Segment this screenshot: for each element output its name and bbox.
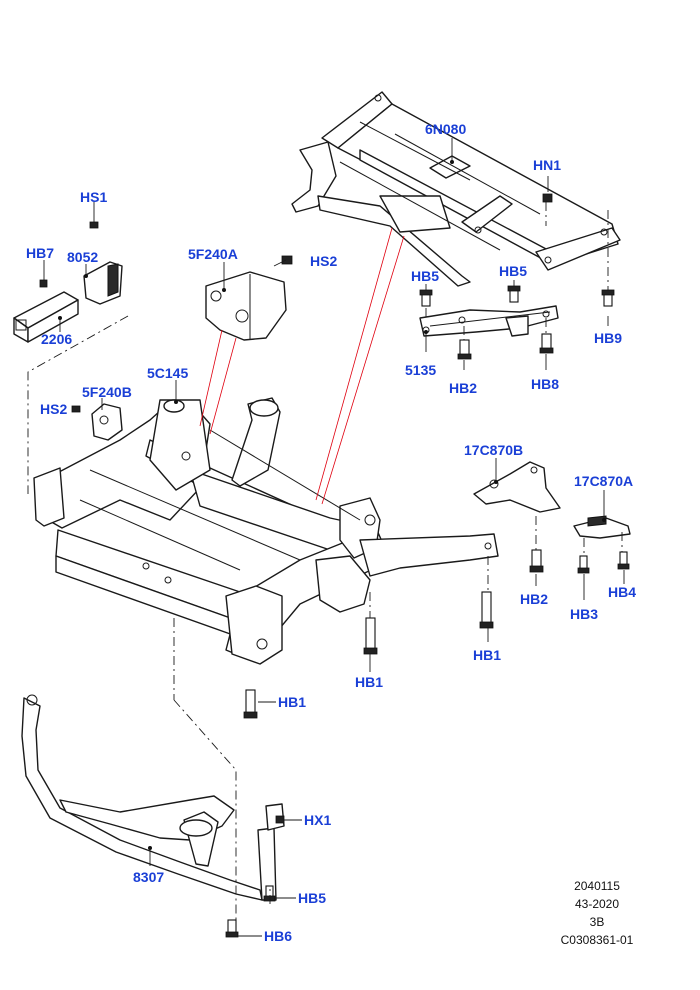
callout-HB5-lower: HB5: [298, 890, 326, 906]
fastener-HB2-right: [529, 549, 544, 573]
fastener-HS2-lower: [71, 405, 81, 413]
callout-HB6: HB6: [264, 928, 292, 944]
callout-2206: 2206: [41, 331, 72, 347]
callout-HB5-upper: HB5: [411, 268, 439, 284]
tube-2206: [13, 291, 79, 343]
fastener-HB1-right: [479, 591, 494, 629]
callout-5F240A: 5F240A: [188, 246, 238, 262]
callout-5F240B: 5F240B: [82, 384, 132, 400]
alignment-lines: [199, 227, 405, 505]
callout-HB4: HB4: [608, 584, 636, 600]
fastener-HB5-bracket: [507, 285, 521, 303]
bracket-17C870B: [473, 461, 561, 513]
fastener-HB1-lower: [243, 689, 258, 719]
reference-line-2: 43-2020: [575, 897, 619, 911]
callout-HB2-upper: HB2: [449, 380, 477, 396]
callout-HB7: HB7: [26, 245, 54, 261]
reference-line-4: C0308361-01: [561, 933, 634, 947]
callout-HS2-lower: HS2: [40, 401, 67, 417]
fastener-HB5-upper: [419, 289, 433, 307]
fastener-HB7: [39, 279, 48, 288]
bracket-17C870A: [573, 515, 631, 539]
callout-8307: 8307: [133, 869, 164, 885]
callout-17C870A: 17C870A: [574, 473, 633, 489]
fastener-HB1-center: [363, 617, 378, 655]
fastener-HB6: [225, 919, 239, 938]
callout-HN1: HN1: [533, 157, 561, 173]
leader-lines: [43, 138, 625, 937]
assembly-lines: [27, 202, 623, 920]
callout-HS2-upper: HS2: [310, 253, 337, 269]
fastener-HB5-lower: [263, 885, 276, 902]
callout-HB9: HB9: [594, 330, 622, 346]
fastener-HN1: [542, 193, 553, 203]
callout-5135: 5135: [405, 362, 436, 378]
fastener-HB8: [539, 333, 554, 354]
reference-line-3: 3B: [590, 915, 605, 929]
fastener-HX1: [275, 815, 285, 824]
fastener-HB4: [617, 551, 630, 570]
callout-17C870B: 17C870B: [464, 442, 523, 458]
callout-HB1-center: HB1: [355, 674, 383, 690]
shield-5F240A: [205, 271, 287, 341]
callout-5C145: 5C145: [147, 365, 188, 381]
fastener-HB2-upper: [457, 339, 472, 360]
fastener-HS2-upper: [273, 255, 293, 267]
callout-8052: 8052: [67, 249, 98, 265]
reinforcement-5135: [419, 305, 559, 337]
fastener-HB9: [601, 289, 615, 307]
callout-HB1-right: HB1: [473, 647, 501, 663]
callout-HB3: HB3: [570, 606, 598, 622]
fastener-HB3: [577, 555, 590, 574]
fastener-HS1: [89, 202, 99, 229]
reference-line-1: 2040115: [574, 879, 620, 893]
brace-6N080: [291, 91, 621, 287]
callout-HB5-bracket: HB5: [499, 263, 527, 279]
callout-HX1: HX1: [304, 812, 331, 828]
callout-HB8: HB8: [531, 376, 559, 392]
callout-6N080: 6N080: [425, 121, 466, 137]
callout-HB1-lower: HB1: [278, 694, 306, 710]
shield-5F240B: [91, 403, 123, 441]
subframe-5C145: [33, 397, 499, 665]
reference-block: 2040115 43-2020 3B C0308361-01: [561, 879, 634, 947]
callout-HS1: HS1: [80, 189, 107, 205]
lower-frame-8307: [21, 694, 285, 901]
bracket-8052: [83, 261, 123, 305]
callout-HB2-right: HB2: [520, 591, 548, 607]
